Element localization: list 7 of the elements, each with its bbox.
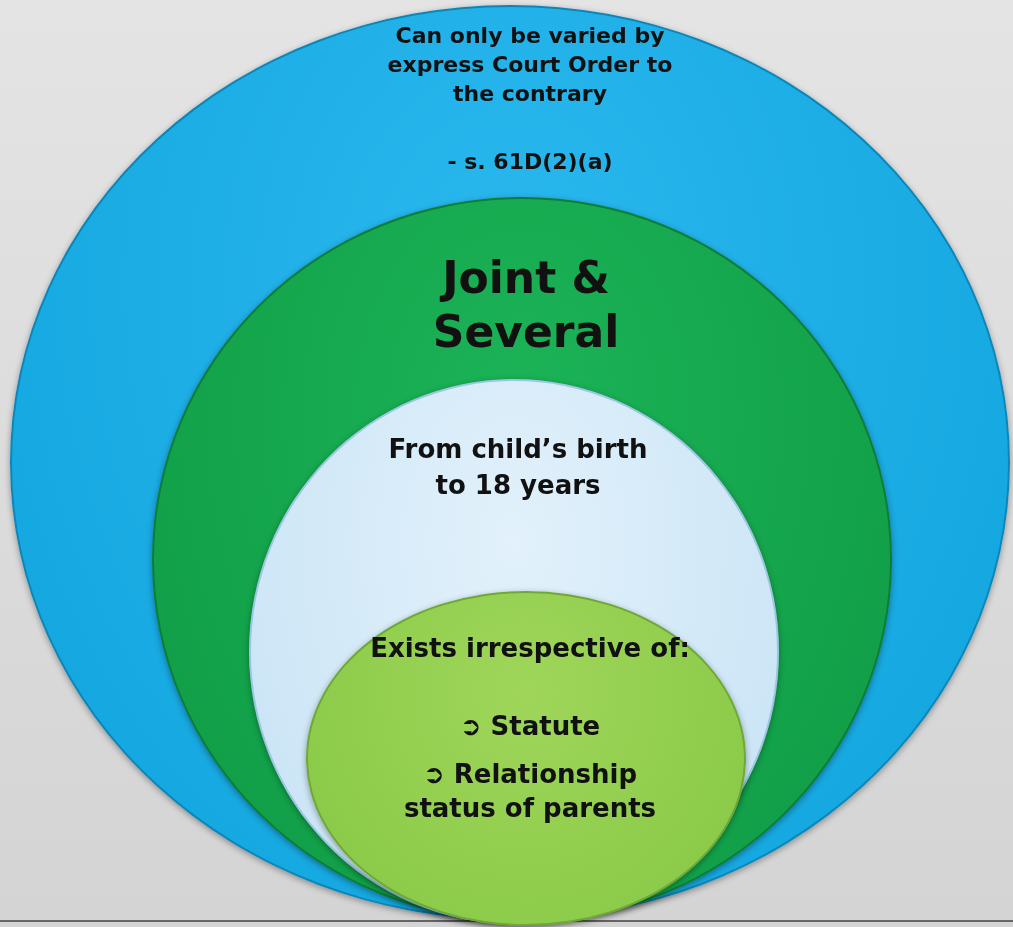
list-item: ➲ Statute xyxy=(458,710,602,743)
intro-text: Exists irrespective of: xyxy=(370,632,690,665)
list-item: ➲ Relationship status of parents xyxy=(402,758,658,825)
section-reference: - s. 61D(2)(a) xyxy=(446,148,614,176)
condition-text: Can only be varied by express Court Order to the contrary xyxy=(386,22,674,108)
heading: Joint & Several xyxy=(431,251,621,359)
period-text: From child’s birth to 18 years xyxy=(387,433,649,502)
